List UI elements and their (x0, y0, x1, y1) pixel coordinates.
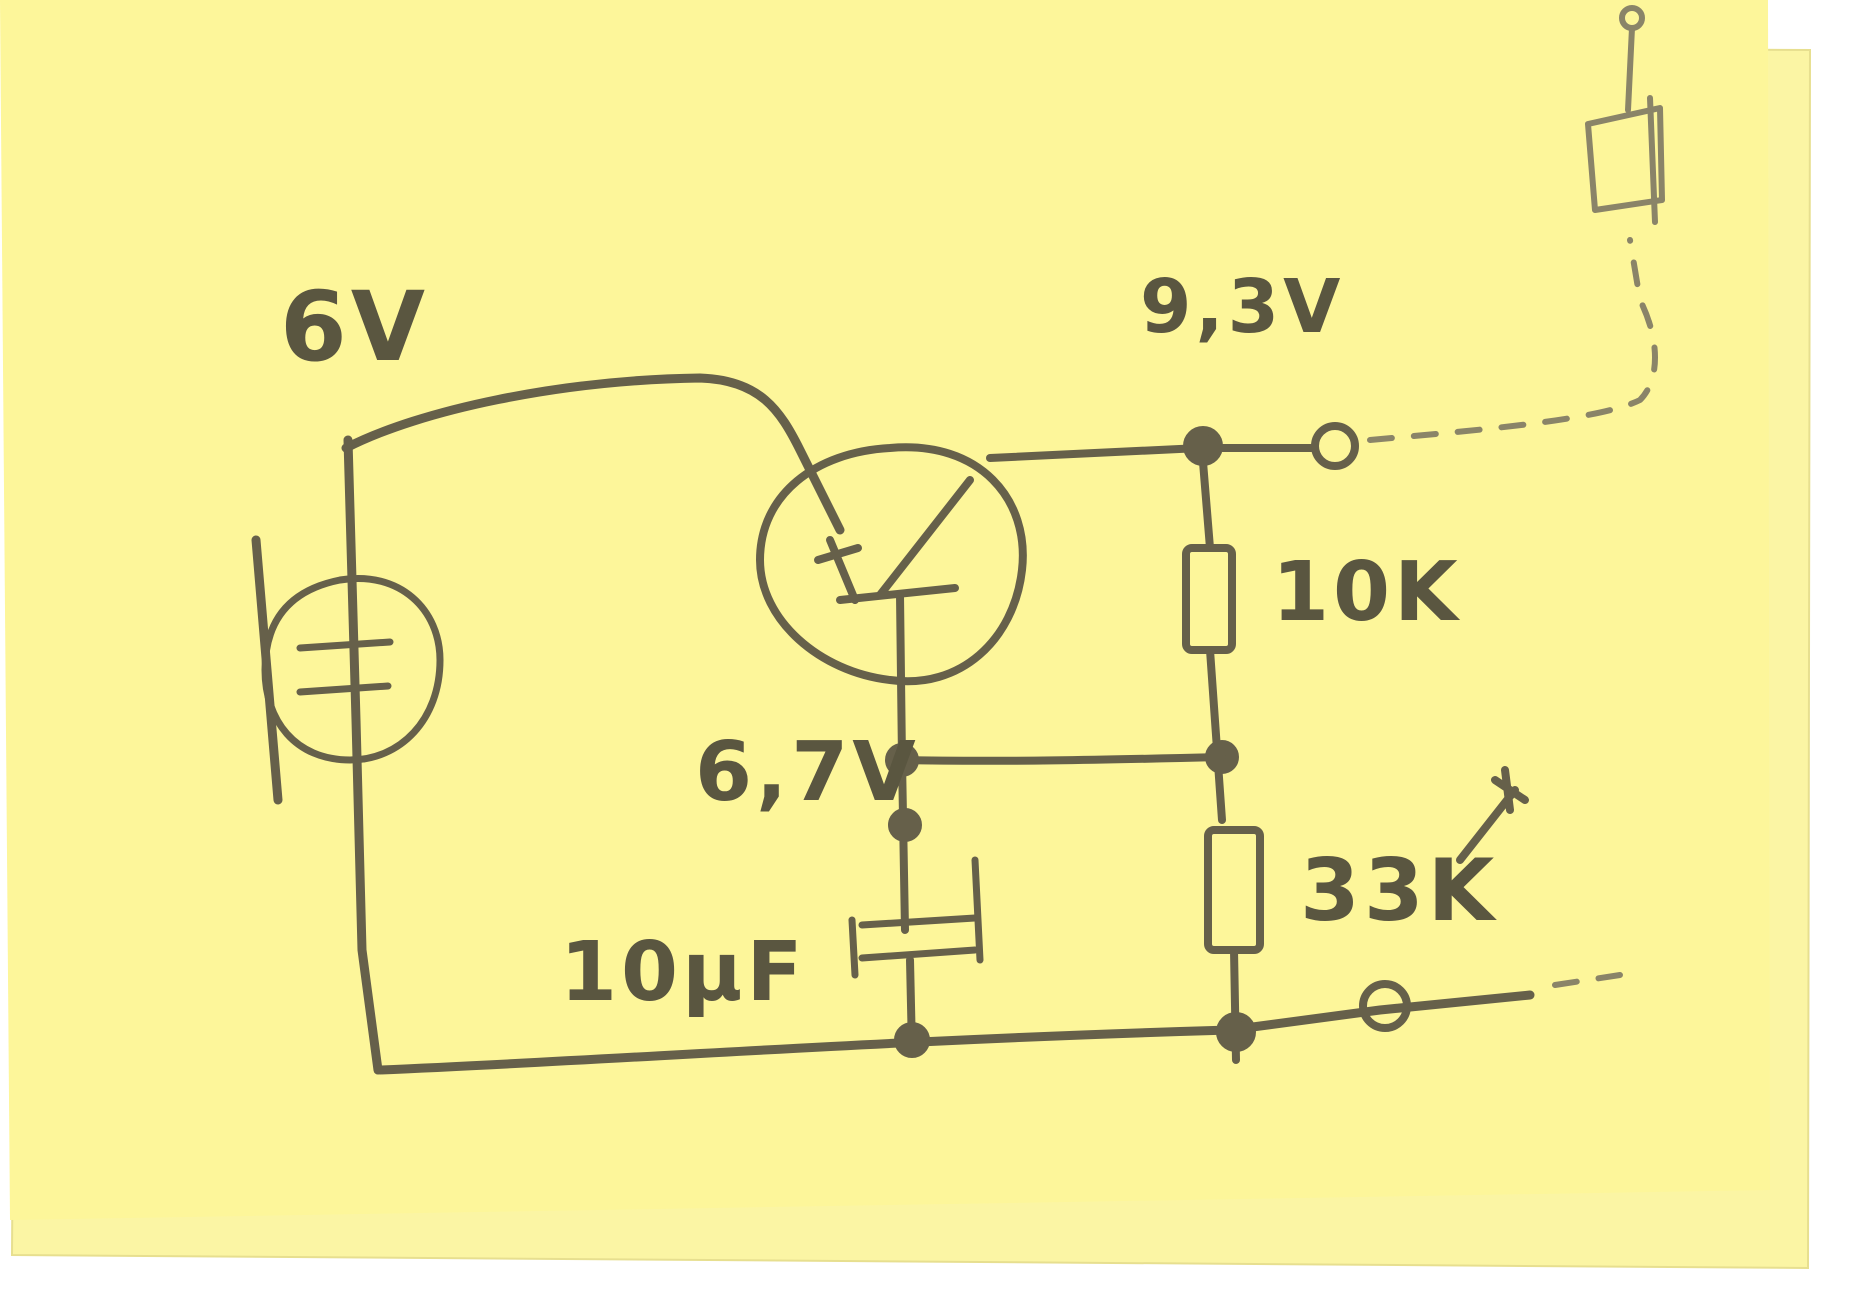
sticky-note-front (0, 0, 1770, 1220)
wire-capacitor-top (898, 756, 909, 934)
wire-ground-rail (375, 990, 1535, 1075)
transistor-symbol (756, 443, 1204, 764)
dashed-wire-top (1367, 237, 1658, 443)
dashed-extension (1367, 237, 1658, 988)
capacitor-plate-bottom (858, 946, 979, 962)
label-resistor-10k: 10K (1272, 545, 1462, 640)
terminal-bottom (1359, 980, 1411, 1032)
middle-rail (885, 743, 1226, 1058)
trimmer-arrow (1456, 766, 1529, 864)
node-top (1183, 426, 1223, 466)
capacitor-side-left (848, 916, 859, 979)
connector-lead (1625, 25, 1635, 113)
battery-symbol (261, 575, 444, 764)
wire-top (341, 373, 845, 535)
terminal-top (1311, 422, 1359, 470)
connector-body (1585, 105, 1665, 213)
node-bottom-right (1216, 1012, 1256, 1052)
wire-middle (898, 753, 1226, 765)
battery-circle (261, 575, 444, 764)
resistor-chain (1182, 458, 1529, 1064)
connector-symbol (1585, 5, 1665, 225)
wire-right-vertical-1 (1199, 458, 1214, 552)
dashed-wire-bottom (1552, 972, 1623, 988)
connector-side (1647, 95, 1658, 225)
transistor-circle (756, 443, 1027, 686)
transistor-collector (876, 476, 974, 599)
transistor-emitter-arrow (814, 536, 862, 604)
label-output-voltage: 9,3V (1140, 264, 1344, 350)
transistor-collector-lead (986, 444, 1204, 462)
wire-right-vertical-2 (1206, 646, 1226, 824)
label-battery-voltage: 6V (280, 271, 429, 383)
capacitor-side-right (971, 856, 984, 964)
node-capacitor-top (888, 808, 922, 842)
battery-plate-short (296, 682, 392, 696)
label-emitter-voltage: 6,7V (695, 725, 920, 820)
transistor-base-lead (896, 591, 906, 764)
label-resistor-33k: 33K (1300, 841, 1498, 941)
node-ground-cap (894, 1022, 930, 1058)
battery-plate-long (296, 638, 394, 652)
label-capacitor: 10µF (560, 925, 806, 1020)
capacitor-symbol (848, 856, 984, 979)
capacitor-plate-top (858, 914, 979, 929)
